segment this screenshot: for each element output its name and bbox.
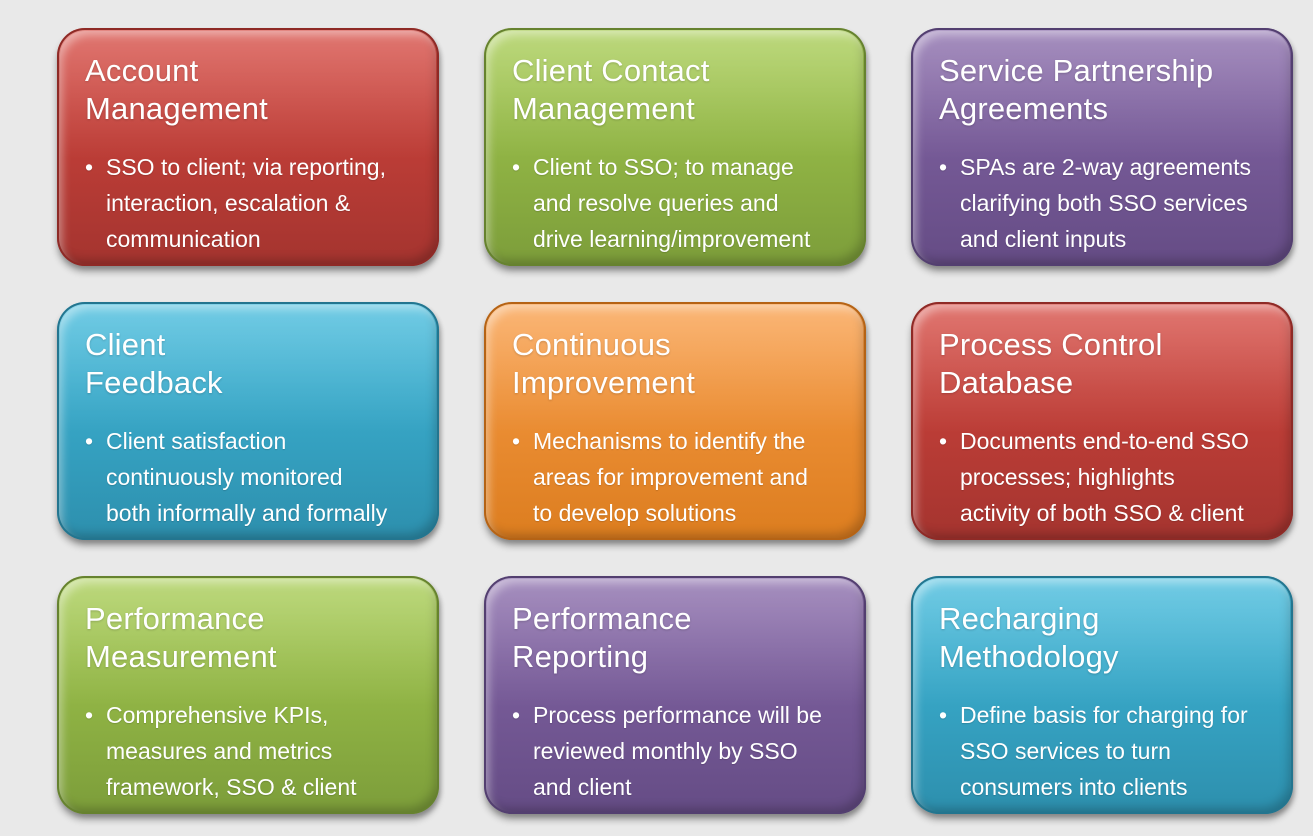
card-bullet-item: • Mechanisms to identify the areas for i… xyxy=(512,423,850,531)
bullet-text: Documents end-to-end SSO processes; high… xyxy=(960,428,1249,526)
bullet-dot-icon: • xyxy=(85,154,94,180)
card-bullet-item: • Documents end-to-end SSO processes; hi… xyxy=(939,423,1277,531)
card-title: Client Contact Management xyxy=(512,53,710,126)
card-title: Client Feedback xyxy=(85,327,223,400)
bullet-dot-icon: • xyxy=(512,702,521,728)
bullet-dot-icon: • xyxy=(512,428,521,454)
bullet-text: Mechanisms to identify the areas for imp… xyxy=(533,428,808,526)
bullet-dot-icon: • xyxy=(85,702,94,728)
bullet-text: Comprehensive KPIs, measures and metrics… xyxy=(106,702,357,800)
bullet-text: SPAs are 2-way agreements clarifying bot… xyxy=(960,154,1252,252)
bullet-dot-icon: • xyxy=(939,154,948,180)
card-bullet-item: • SPAs are 2-way agreements clarifying b… xyxy=(939,149,1277,257)
card-title: Recharging Methodology xyxy=(939,601,1119,674)
card-title: Process Control Database xyxy=(939,327,1163,400)
process-card: Continuous Improvement • Mechanisms to i… xyxy=(484,302,866,540)
card-bullet-item: • Define basis for charging for SSO serv… xyxy=(939,697,1277,805)
card-bullet-item: • Process performance will be reviewed m… xyxy=(512,697,850,805)
process-card: Client Contact Management • Client to SS… xyxy=(484,28,866,266)
bullet-dot-icon: • xyxy=(939,702,948,728)
card-bullet-item: • Client satisfaction continuously monit… xyxy=(85,423,423,531)
card-bullet-item: • SSO to client; via reporting, interact… xyxy=(85,149,423,257)
process-card: Performance Reporting • Process performa… xyxy=(484,576,866,814)
bullet-text: SSO to client; via reporting, interactio… xyxy=(106,154,386,252)
bullet-dot-icon: • xyxy=(512,154,521,180)
bullet-dot-icon: • xyxy=(939,428,948,454)
process-card: Recharging Methodology • Define basis fo… xyxy=(911,576,1293,814)
card-title: Service Partnership Agreements xyxy=(939,53,1214,126)
card-bullet-item: • Client to SSO; to manage and resolve q… xyxy=(512,149,850,257)
card-bullet-item: • Comprehensive KPIs, measures and metri… xyxy=(85,697,423,805)
process-card: Client Feedback • Client satisfaction co… xyxy=(57,302,439,540)
process-card: Account Management • SSO to client; via … xyxy=(57,28,439,266)
bullet-dot-icon: • xyxy=(85,428,94,454)
bullet-text: Client satisfaction continuously monitor… xyxy=(106,428,388,526)
bullet-text: Process performance will be reviewed mon… xyxy=(533,702,822,800)
card-title: Account Management xyxy=(85,53,268,126)
process-card: Service Partnership Agreements • SPAs ar… xyxy=(911,28,1293,266)
card-title: Performance Reporting xyxy=(512,601,692,674)
process-card: Performance Measurement • Comprehensive … xyxy=(57,576,439,814)
bullet-text: Client to SSO; to manage and resolve que… xyxy=(533,154,811,252)
card-title: Continuous Improvement xyxy=(512,327,696,400)
card-title: Performance Measurement xyxy=(85,601,277,674)
bullet-text: Define basis for charging for SSO servic… xyxy=(960,702,1248,800)
process-card: Process Control Database • Documents end… xyxy=(911,302,1293,540)
